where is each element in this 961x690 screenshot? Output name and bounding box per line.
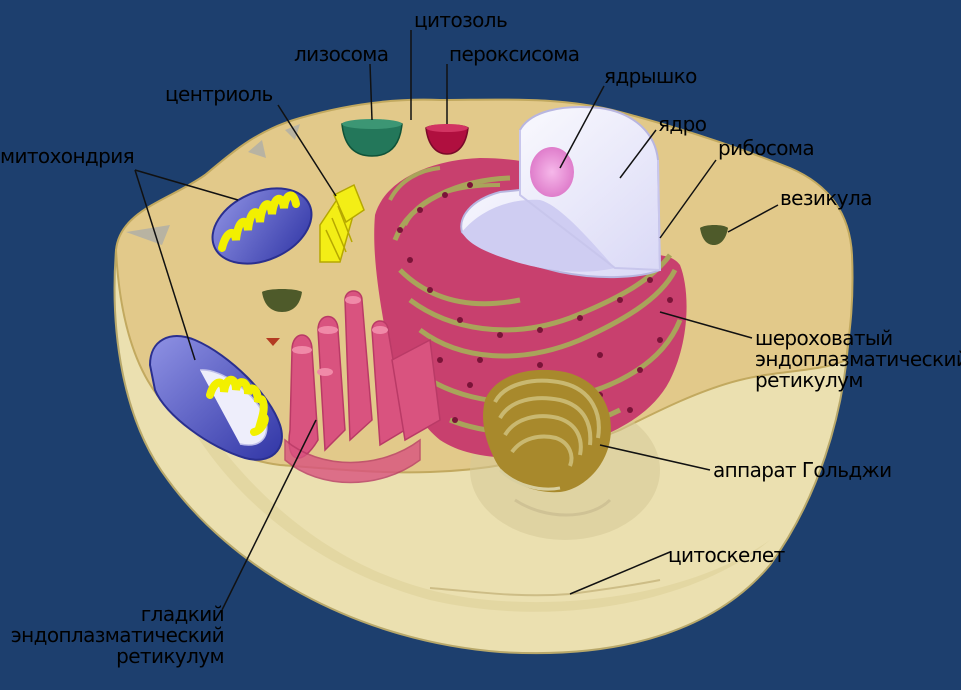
- label-rough-er-line2: эндоплазматический: [755, 349, 961, 370]
- label-rough-er-line3: ретикулум: [755, 370, 961, 391]
- label-golgi: аппарат Гольджи: [713, 460, 891, 481]
- label-ribosome: рибосома: [718, 138, 814, 159]
- label-smooth-er: гладкий эндоплазматический ретикулум: [0, 604, 224, 667]
- label-centriole: центриоль: [165, 84, 273, 105]
- label-nucleus: ядро: [658, 114, 706, 135]
- label-cytoskeleton: цитоскелет: [668, 545, 785, 566]
- label-rough-er: шероховатый эндоплазматический ретикулум: [755, 328, 961, 391]
- label-smooth-er-line1: гладкий: [0, 604, 224, 625]
- label-peroxisome: пероксисома: [449, 44, 579, 65]
- label-nucleolus: ядрышко: [604, 66, 697, 87]
- label-rough-er-line1: шероховатый: [755, 328, 961, 349]
- label-vesicle: везикула: [780, 188, 872, 209]
- label-mitochondria: митохондрия: [0, 146, 134, 167]
- label-smooth-er-line2: эндоплазматический: [0, 625, 224, 646]
- label-cytosol: цитозоль: [414, 10, 507, 31]
- label-lysosome: лизосома: [294, 44, 388, 65]
- label-smooth-er-line3: ретикулум: [0, 646, 224, 667]
